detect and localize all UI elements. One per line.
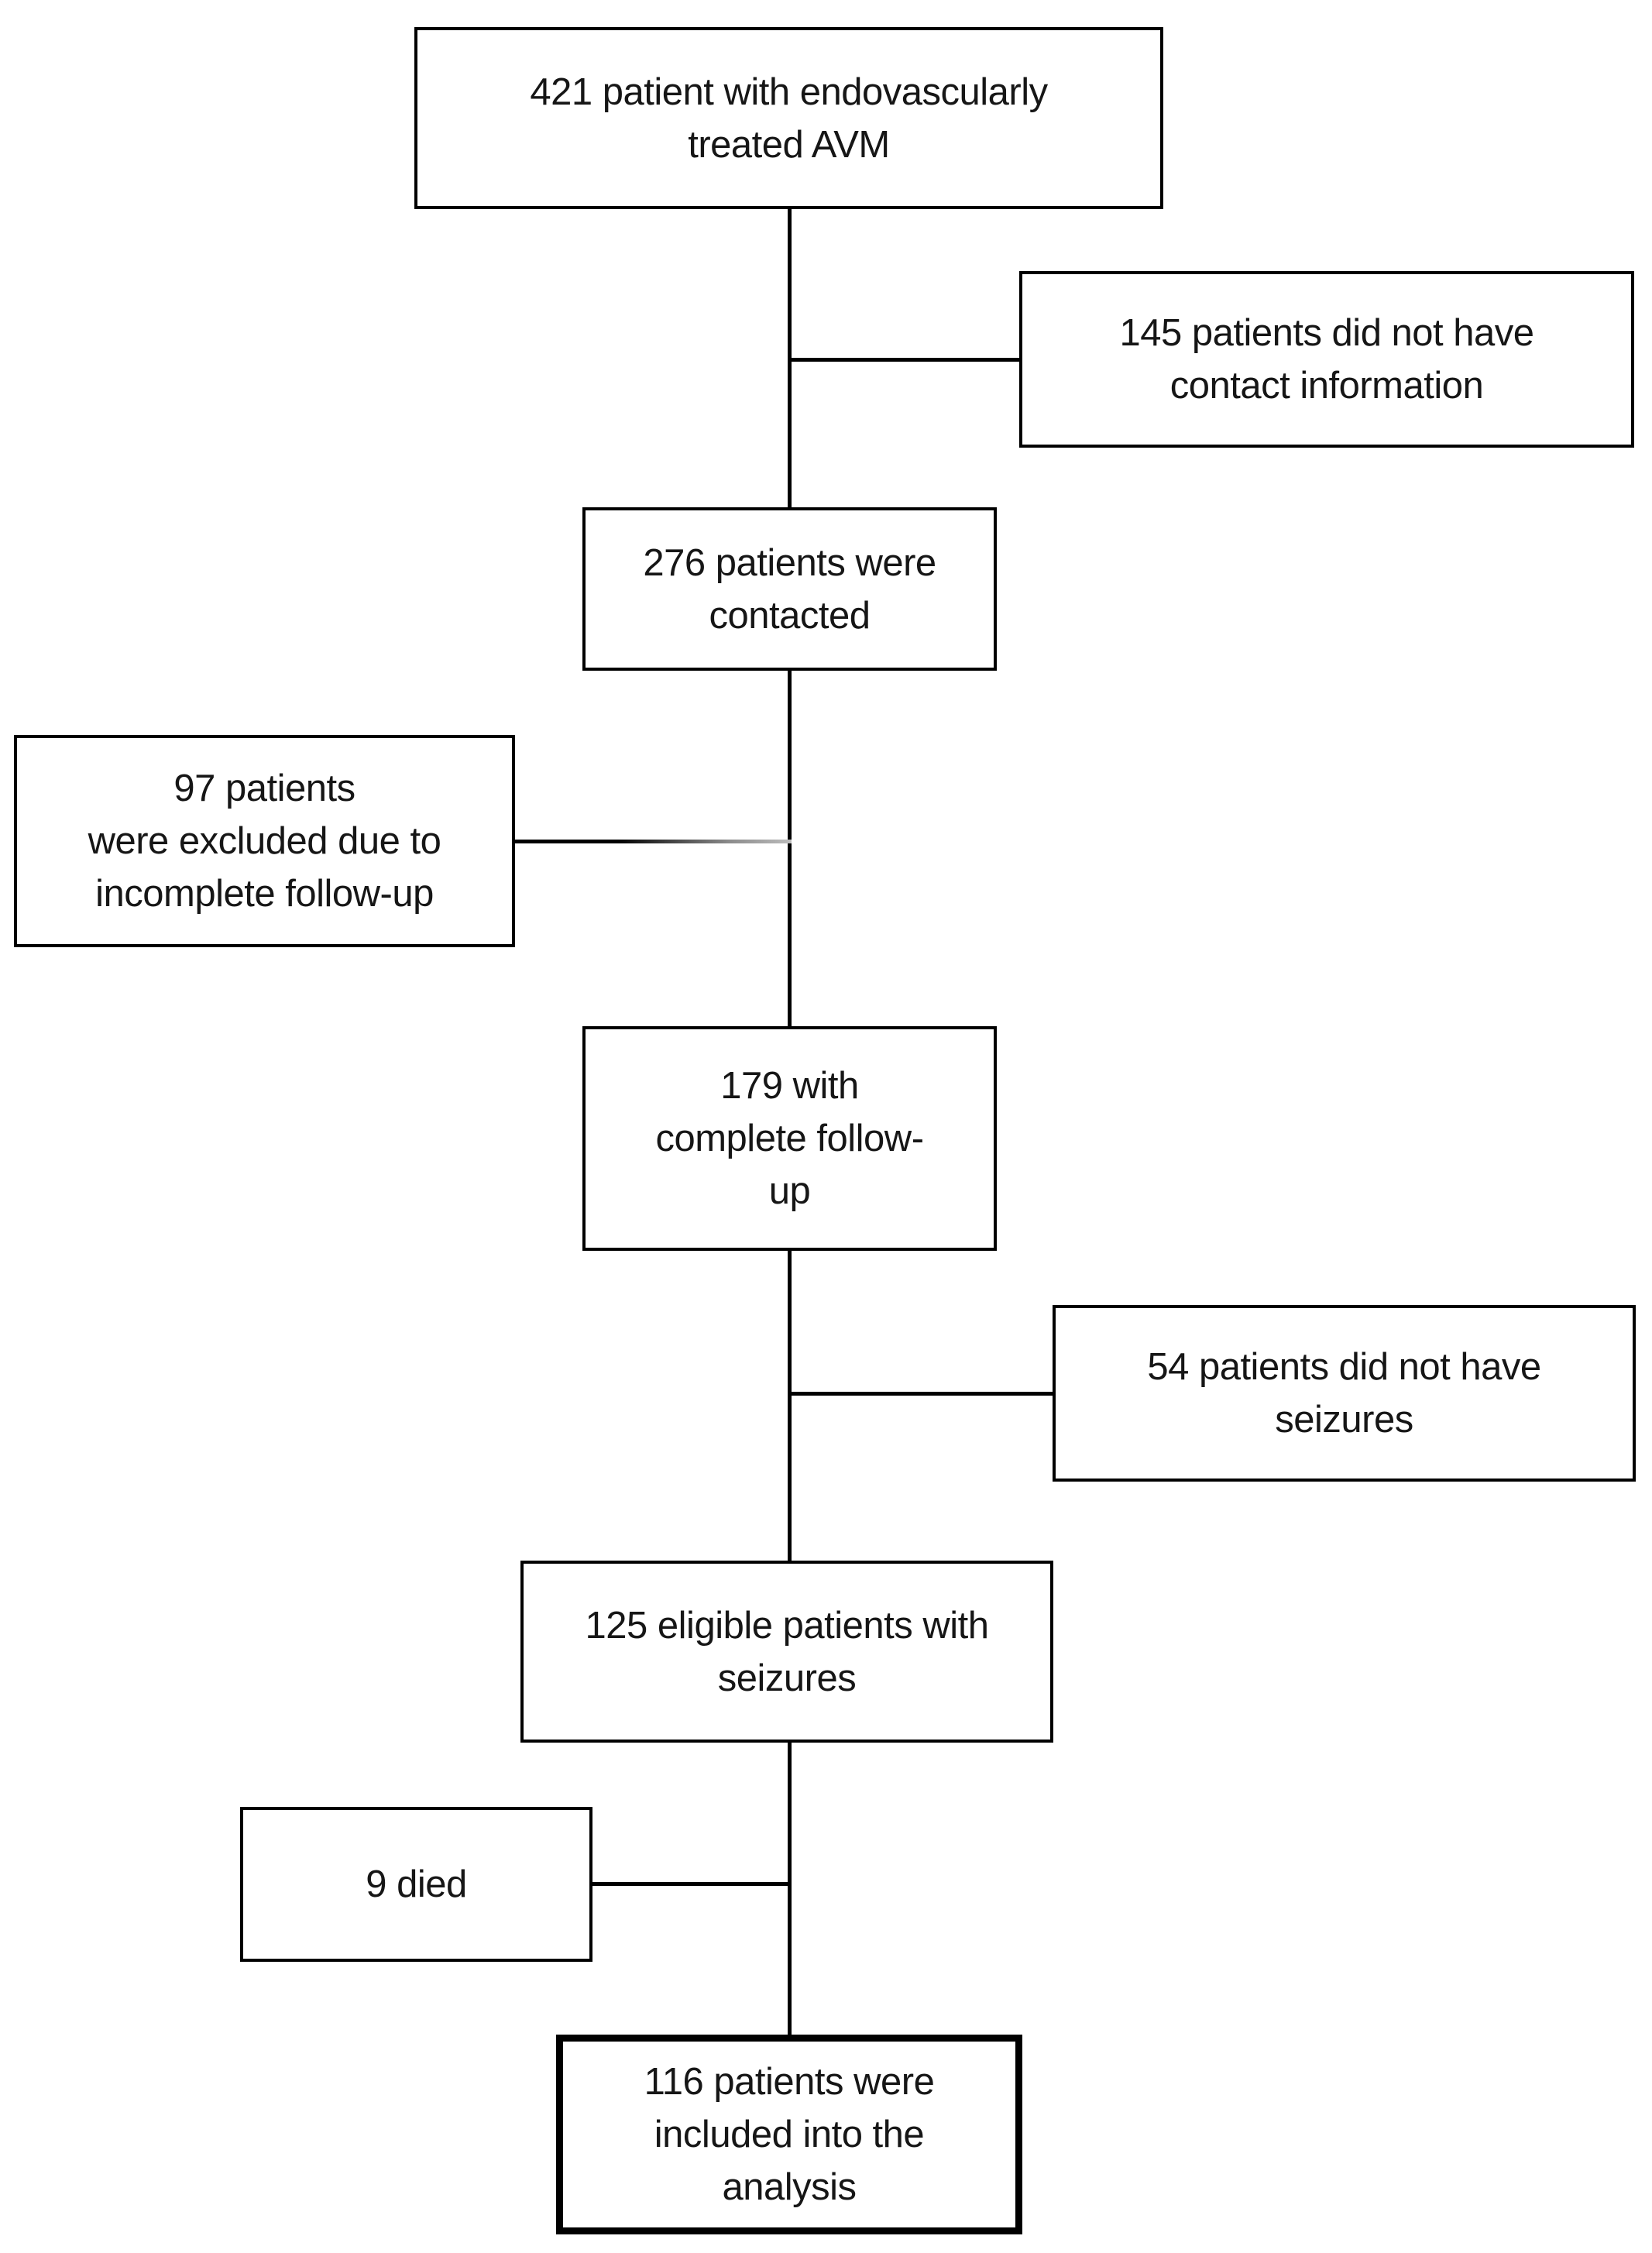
flow-line-segment-4 [788,1743,792,2035]
node-died: 9 died [240,1807,592,1962]
node-no-contact-info: 145 patients did not have contact inform… [1019,271,1634,448]
node-treated-avm: 421 patient with endovascularly treated … [414,27,1163,209]
node-no-seizures-text: 54 patients did not have seizures [1147,1346,1541,1441]
branch-line-no-contact-info [788,358,1019,362]
node-treated-avm-text: 421 patient with endovascularly treated … [530,70,1048,166]
node-died-text: 9 died [366,1863,467,1905]
node-complete-followup: 179 with complete follow- up [582,1026,997,1251]
node-excluded-incomplete-followup: 97 patients were excluded due to incompl… [14,735,515,947]
flow-line-segment-3 [788,1251,792,1561]
flow-line-segment-2 [788,671,792,1026]
node-complete-followup-text: 179 with complete follow- up [655,1065,924,1212]
node-contacted: 276 patients were contacted [582,507,997,671]
node-no-contact-info-text: 145 patients did not have contact inform… [1119,312,1534,407]
node-no-seizures: 54 patients did not have seizures [1053,1305,1636,1482]
node-included-in-analysis: 116 patients were included into the anal… [556,2035,1022,2234]
node-excluded-incomplete-followup-text: 97 patients were excluded due to incompl… [88,768,441,915]
node-eligible-with-seizures: 125 eligible patients with seizures [520,1561,1053,1743]
node-included-in-analysis-text: 116 patients were included into the anal… [644,2061,935,2208]
node-eligible-with-seizures-text: 125 eligible patients with seizures [585,1604,989,1699]
branch-line-excluded-followup [512,840,792,843]
node-contacted-text: 276 patients were contacted [643,541,936,637]
branch-line-no-seizures [788,1392,1053,1396]
branch-line-died [589,1882,792,1886]
